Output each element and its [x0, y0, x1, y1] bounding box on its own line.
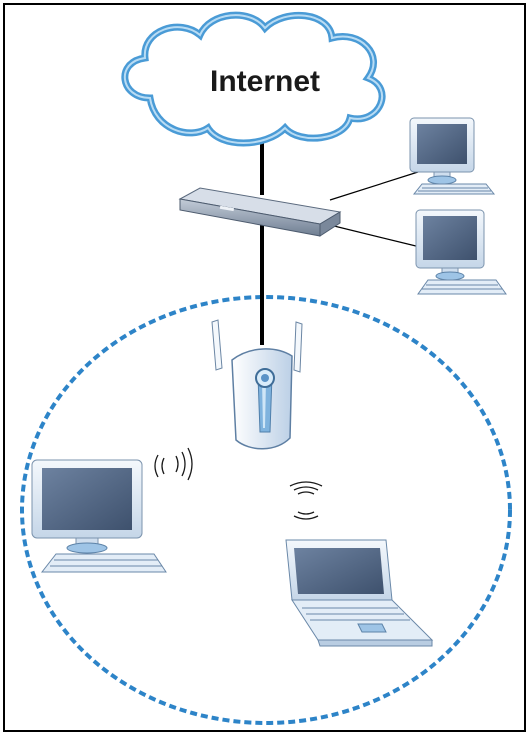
- router-icon: [178, 187, 342, 237]
- desktop-computer-icon: [415, 209, 507, 295]
- wired-links: [260, 138, 421, 345]
- desktop-computer-icon: [31, 459, 167, 573]
- internet-cloud-icon: Internet: [121, 11, 386, 147]
- wireless-signal-icon: [289, 481, 323, 520]
- link-router-desktop-2: [329, 224, 421, 248]
- desktop-computer-icon: [409, 117, 496, 195]
- wireless-signal-icon: [154, 447, 193, 481]
- link-router-desktop-1: [329, 171, 419, 201]
- wlan-coverage-boundary: [20, 295, 512, 725]
- internet-label: Internet: [210, 65, 320, 98]
- wireless-access-point-icon: [211, 319, 303, 450]
- laptop-icon: [285, 539, 434, 647]
